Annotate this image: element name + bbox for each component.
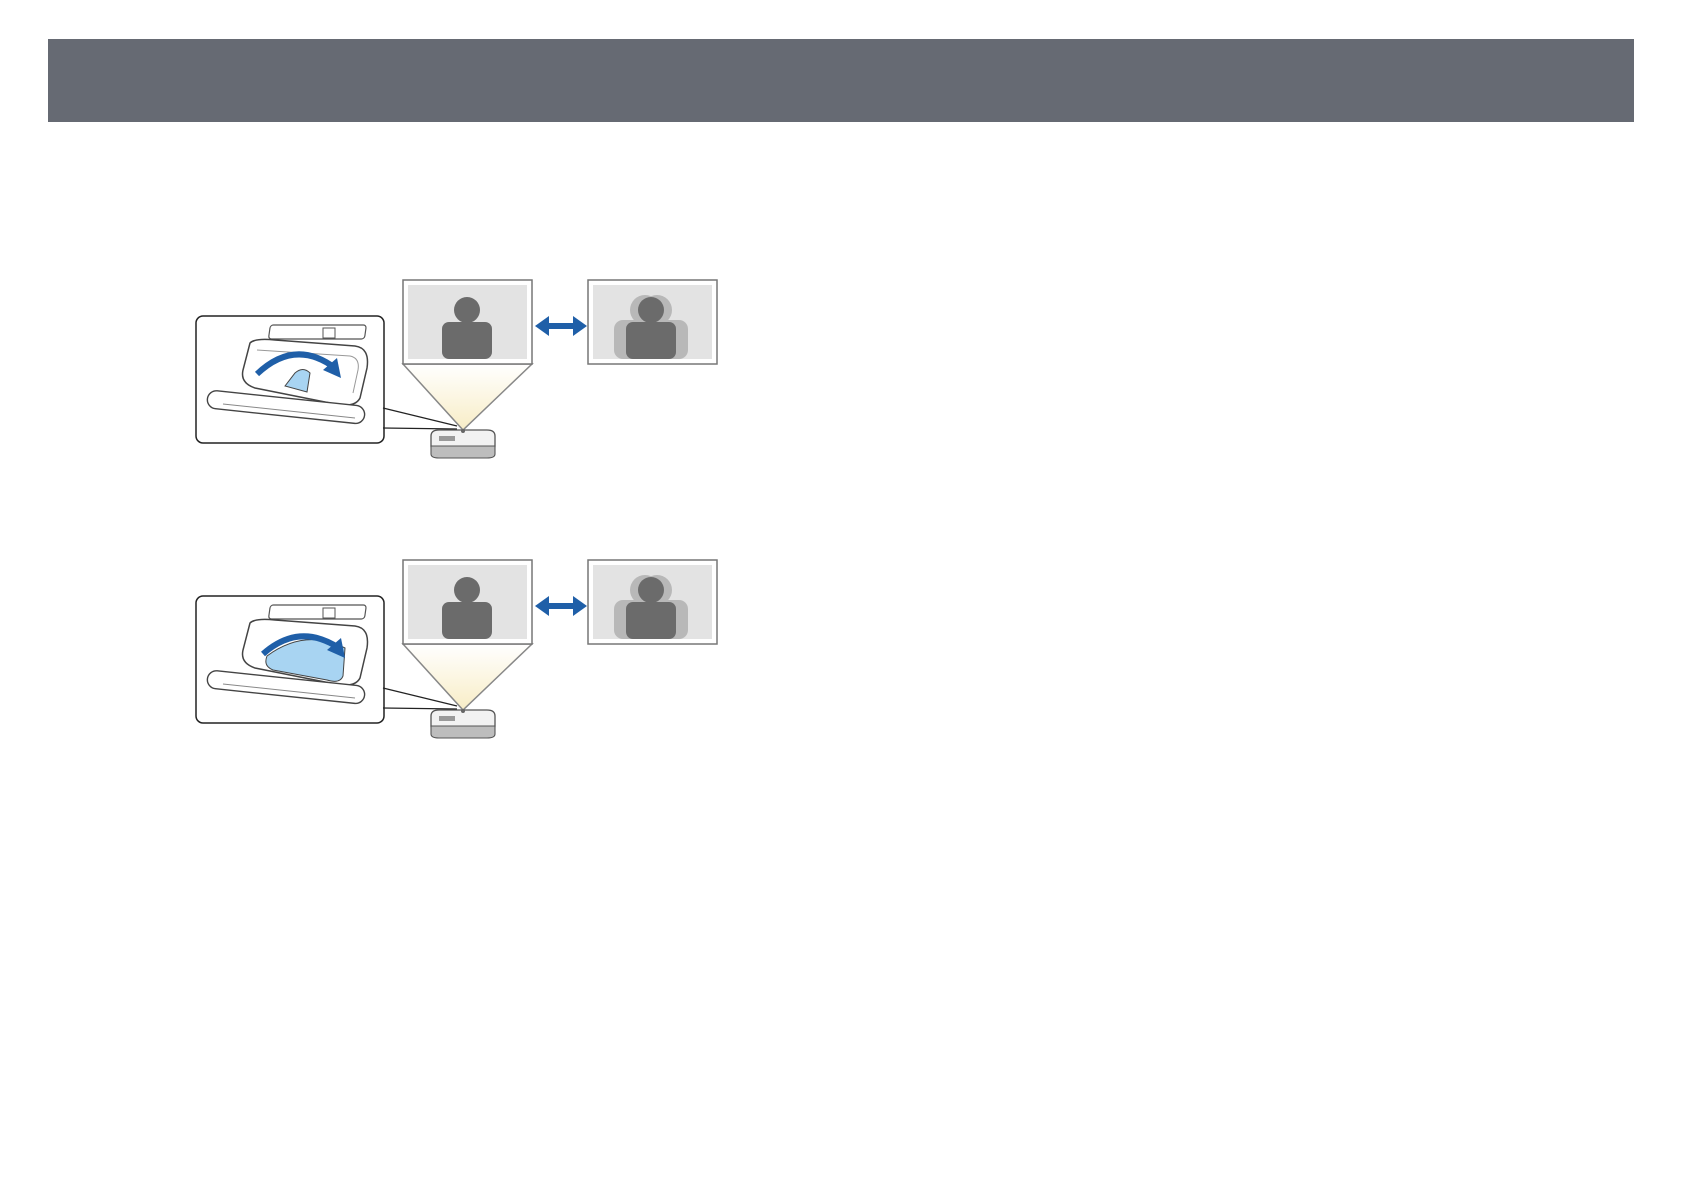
zoom-adjust-figure	[195, 558, 725, 743]
sharp-image-icon	[403, 560, 532, 644]
focus-adjust-svg	[195, 278, 725, 463]
blurry-image-icon	[588, 280, 717, 364]
header-bar	[48, 39, 1634, 122]
projection-beam	[403, 364, 532, 430]
sharp-image-icon	[403, 280, 532, 364]
double-arrow-icon	[535, 316, 587, 336]
zoom-adjust-svg	[195, 558, 725, 743]
focus-adjust-figure	[195, 278, 725, 463]
projector-icon	[431, 709, 495, 738]
projector-icon	[431, 429, 495, 458]
blurry-image-icon	[588, 560, 717, 644]
double-arrow-icon	[535, 596, 587, 616]
projection-beam	[403, 644, 532, 710]
